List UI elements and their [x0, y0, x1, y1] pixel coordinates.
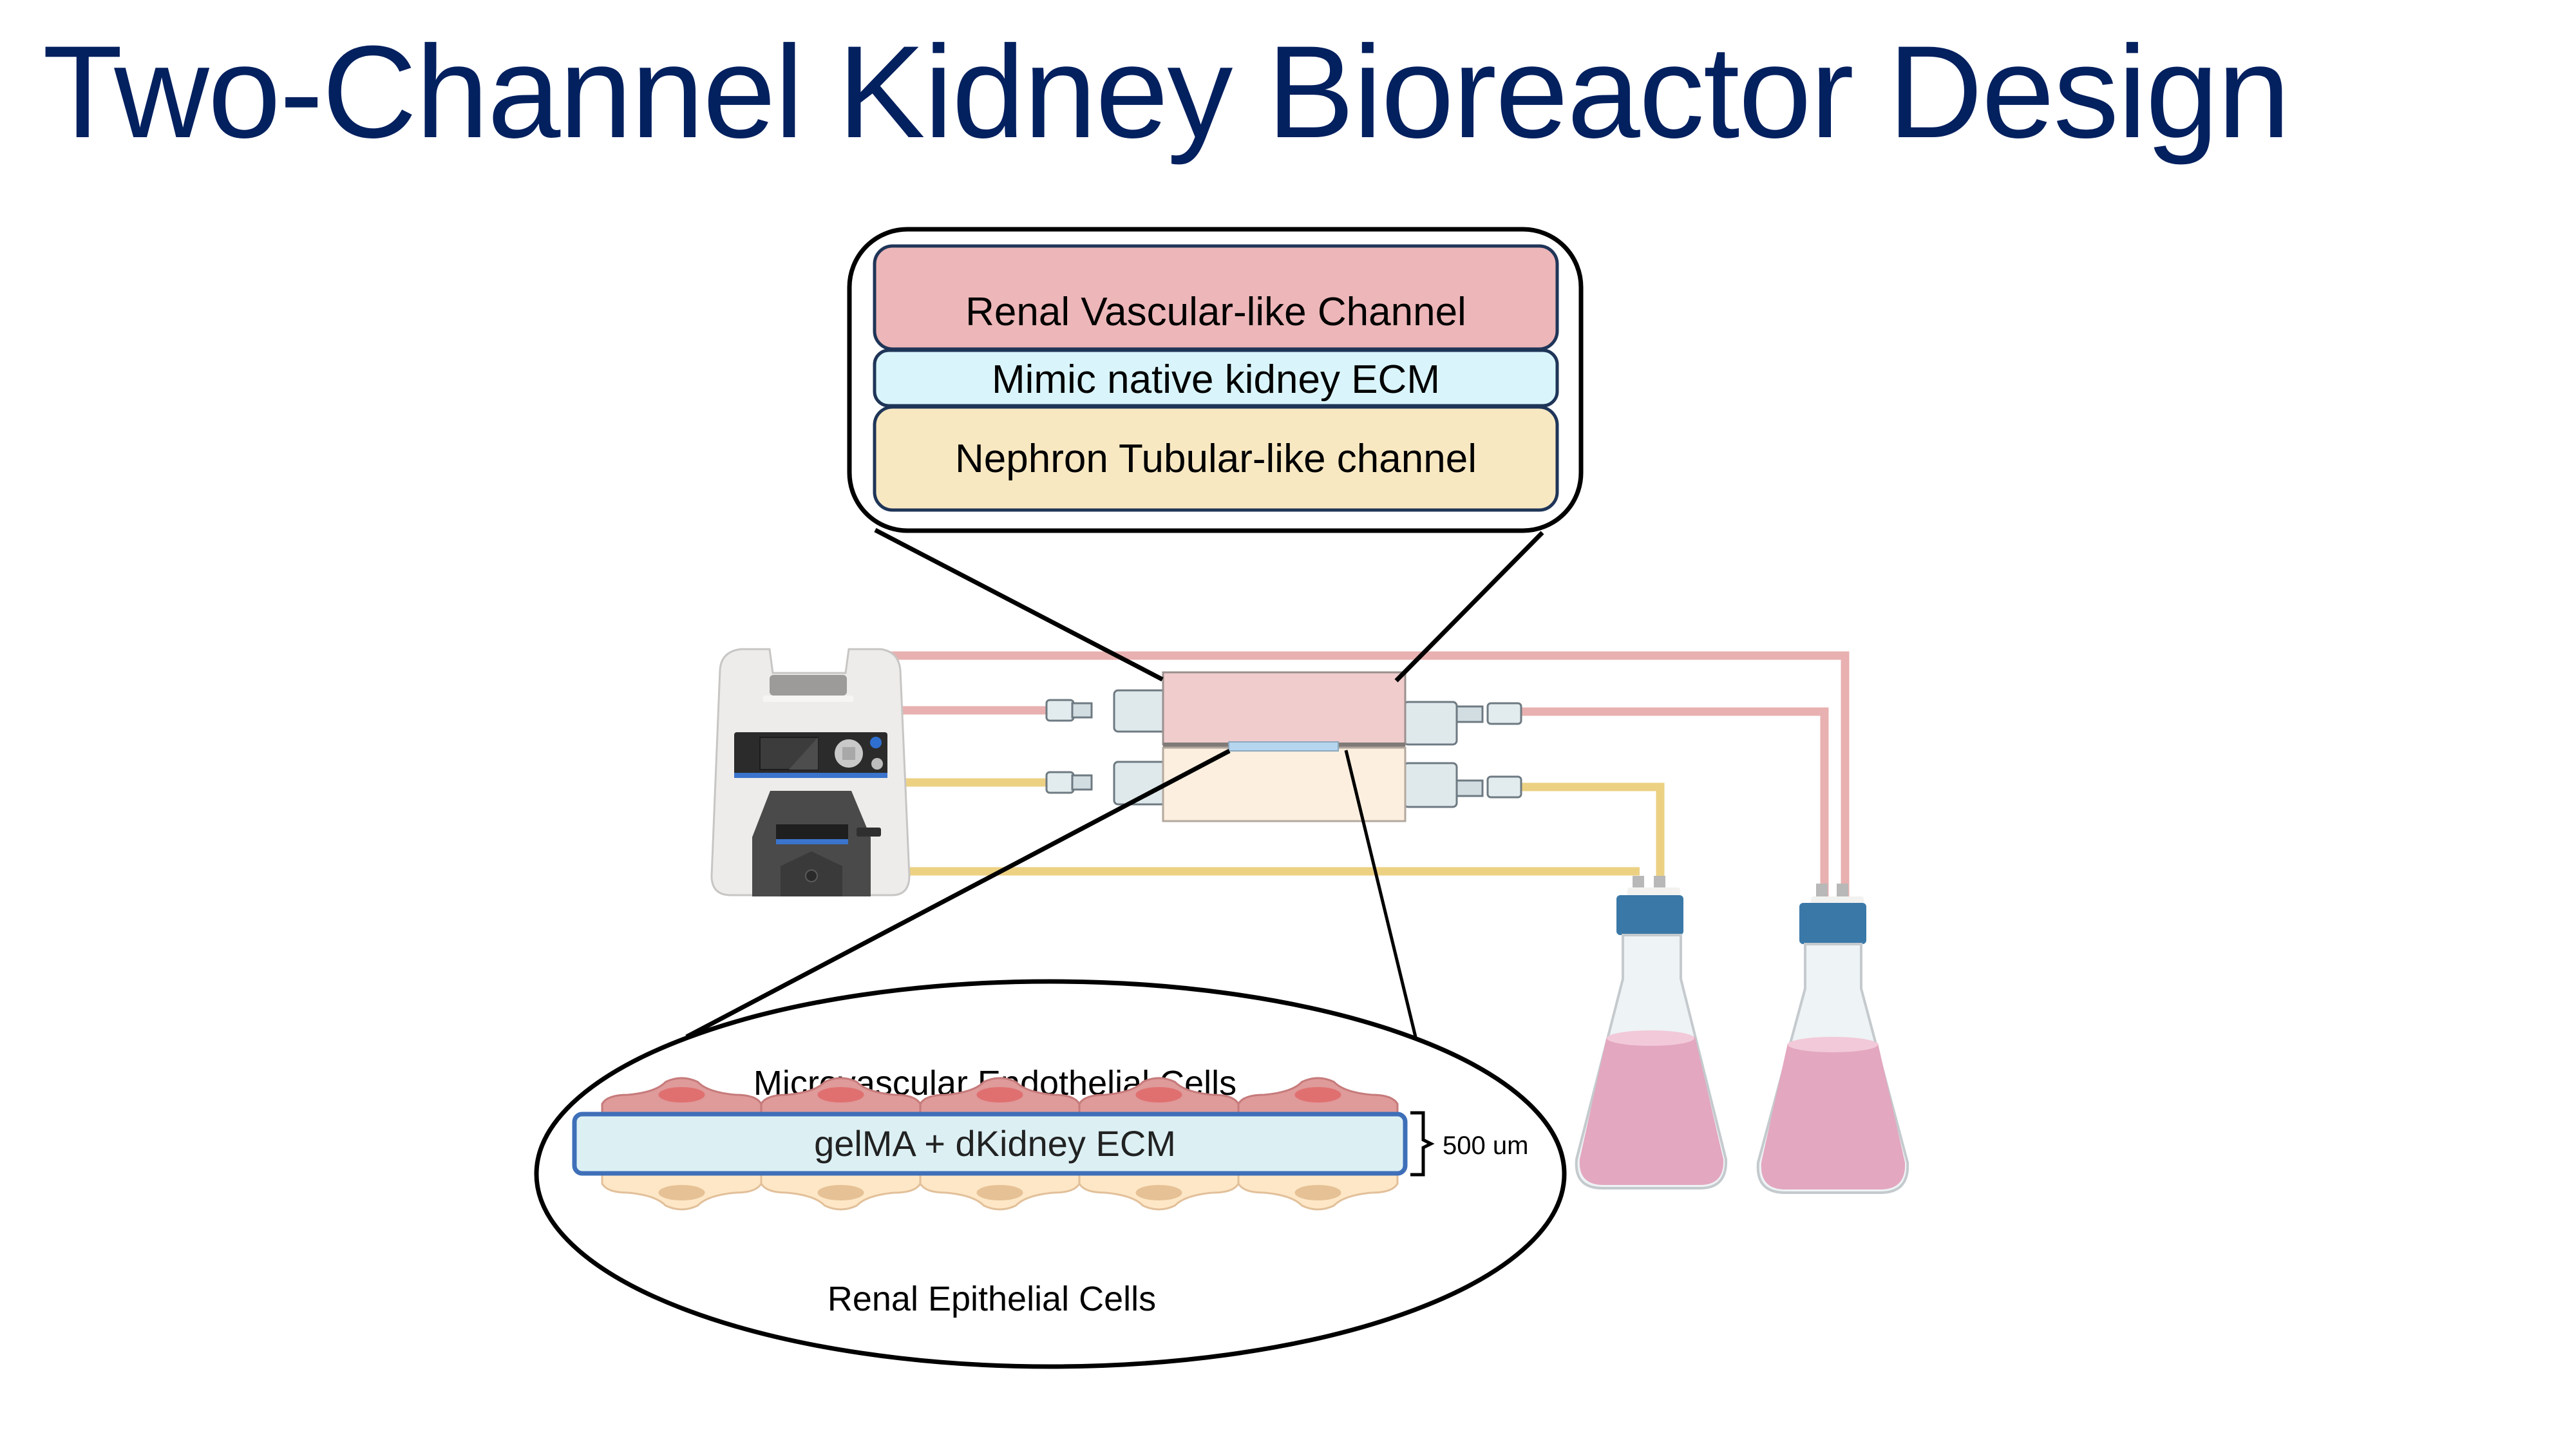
pump-secondary-button-icon[interactable]: [871, 758, 883, 770]
flask-liquid-surface: [1607, 1030, 1694, 1046]
endothelial-nucleus: [817, 1087, 864, 1103]
endothelial-nucleus: [976, 1087, 1023, 1103]
flask-cap-seal: [1627, 887, 1680, 896]
endothelial-cell-layer: [601, 1077, 1399, 1115]
vascular-tube-chip-to-flask: [1520, 707, 1829, 927]
chip-membrane: [1228, 741, 1339, 752]
pump-handle-lip: [763, 696, 853, 702]
epithelial-nucleus: [658, 1185, 705, 1200]
epithelial-nucleus: [1294, 1185, 1341, 1200]
flask-tubular-reservoir[interactable]: [1575, 876, 1728, 1189]
bioreactor-chip[interactable]: [1045, 671, 1522, 822]
endothelial-nucleus: [1135, 1087, 1182, 1103]
epithelial-nucleus: [817, 1185, 864, 1200]
scaffold-label: gelMA + dKidney ECM: [814, 1123, 1176, 1164]
endothelial-nucleus: [1294, 1087, 1341, 1103]
pump-display-glare: [789, 737, 818, 770]
flask-liquid-surface: [1788, 1037, 1878, 1052]
flask-cap: [1799, 903, 1866, 944]
pump-dpad-center[interactable]: [842, 747, 855, 760]
chip-tubular-channel: [1162, 746, 1406, 822]
layer-ecm-label: Mimic native kidney ECM: [992, 357, 1440, 402]
thickness-bracket: [1410, 1111, 1435, 1177]
top-callout-leader-right: [1394, 531, 1544, 683]
layer-vascular-channel-label: Renal Vascular-like Channel: [965, 290, 1466, 334]
tubular-tube-chip-to-flask: [1520, 782, 1665, 881]
page-title: Two-Channel Kidney Bioreactor Design: [43, 19, 2291, 166]
flask-cap: [1616, 895, 1683, 935]
callout-connectors: [685, 527, 1544, 1039]
epithelial-nucleus: [1135, 1185, 1182, 1200]
connector-left-upper: [1045, 689, 1167, 733]
top-callout: Renal Vascular-like Channel Mimic native…: [847, 227, 1584, 533]
pump-lever[interactable]: [857, 828, 881, 837]
vascular-tube-outer: [889, 651, 1850, 927]
bottom-callout: Microvascular Endothelial Cells gelMA + …: [534, 979, 1567, 1369]
flask-vascular-reservoir[interactable]: [1756, 884, 1909, 1194]
chip-vascular-channel: [1162, 671, 1406, 746]
layer-tubular-channel-label: Nephron Tubular-like channel: [955, 437, 1477, 481]
scaffold-gel: [572, 1112, 1408, 1176]
pump-rotor-hub-icon: [805, 869, 818, 882]
bottom-callout-leader-right: [1344, 750, 1417, 1037]
connector-right-lower: [1403, 762, 1522, 808]
connector-left-lower: [1045, 761, 1167, 806]
epithelial-cells-label: Renal Epithelial Cells: [828, 1280, 1156, 1318]
pump-panel-accent-stripe: [734, 773, 887, 778]
thickness-label: 500 um: [1443, 1132, 1528, 1160]
layer-tubular-channel: [873, 405, 1559, 512]
tubing: [889, 651, 1850, 927]
pump-head-accent-stripe: [776, 839, 848, 844]
endothelial-nucleus: [658, 1087, 705, 1103]
epithelial-cell-layer: [601, 1172, 1399, 1211]
top-callout-leader-left: [874, 527, 1164, 682]
peristaltic-pump[interactable]: [710, 648, 911, 896]
pump-handle-recess: [770, 675, 847, 696]
connector-right-upper: [1403, 701, 1522, 746]
flask-liquid: [1761, 1038, 1906, 1189]
pump-power-button-icon[interactable]: [870, 737, 882, 748]
epithelial-nucleus: [976, 1185, 1023, 1200]
bottom-callout-leader-left: [685, 748, 1231, 1039]
flask-liquid: [1579, 1032, 1724, 1185]
